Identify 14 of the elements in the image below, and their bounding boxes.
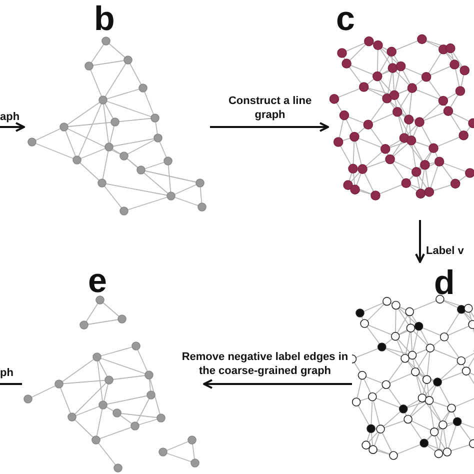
panel-letter: d xyxy=(434,266,455,300)
edge-label: Remove negative label edges in the coarse-grained graph xyxy=(180,350,350,378)
arrow xyxy=(0,122,25,132)
edge-label: ph xyxy=(0,366,14,380)
edge-label: Construct a line graph xyxy=(228,94,312,122)
arrow xyxy=(415,220,425,263)
panel-letter: e xyxy=(88,264,107,298)
arrow xyxy=(203,379,352,389)
connector-line xyxy=(0,383,22,385)
arrow xyxy=(210,122,329,132)
panel-letter: b xyxy=(94,2,115,36)
panel-letter: c xyxy=(336,2,355,36)
edge-label: aph xyxy=(0,110,20,124)
edge-label: Label v xyxy=(426,244,464,258)
